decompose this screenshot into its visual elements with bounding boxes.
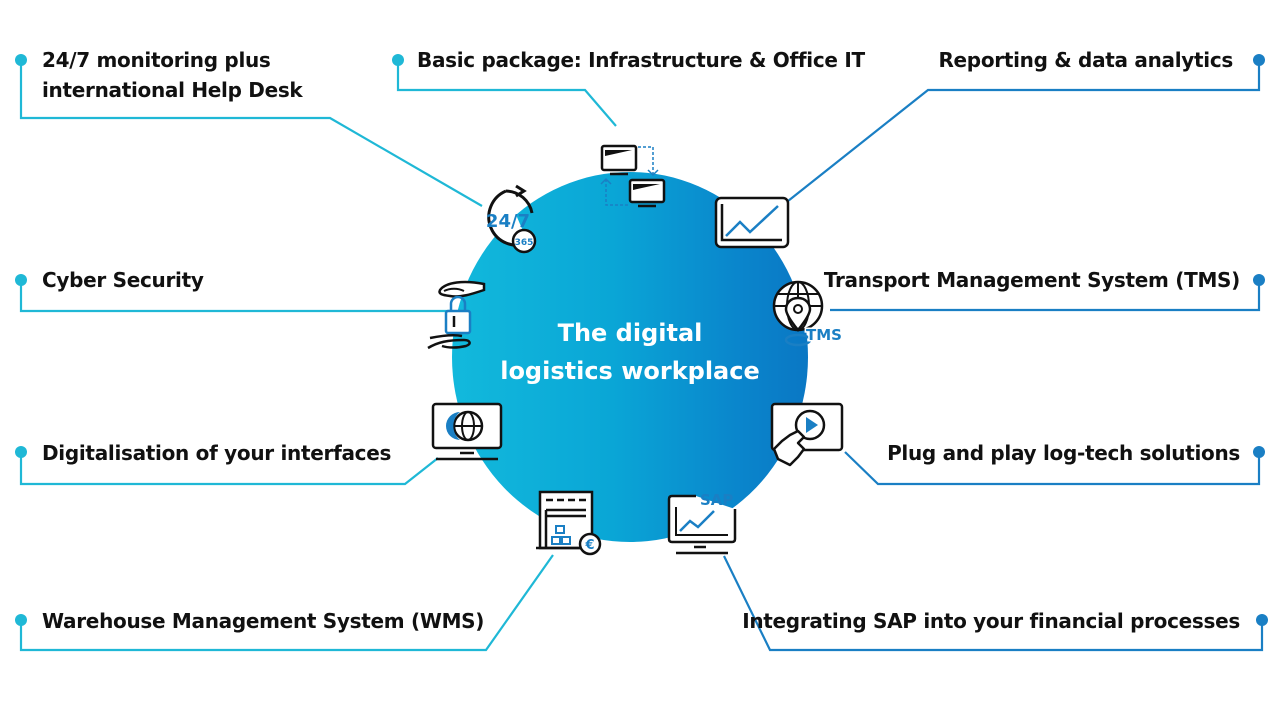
bullet-dot bbox=[1256, 614, 1268, 626]
clock-24-7-365-icon: 24/7 365 bbox=[486, 184, 537, 254]
hands-padlock-icon bbox=[427, 280, 486, 350]
warehouse-euro-icon: € bbox=[536, 490, 602, 556]
label-cyber-security: Cyber Security bbox=[42, 268, 204, 292]
clock-sub-text: 365 bbox=[515, 238, 534, 248]
label-wms: Warehouse Management System (WMS) bbox=[42, 609, 485, 633]
euro-text: € bbox=[584, 538, 594, 553]
hub-title: The digital logistics workplace bbox=[452, 314, 808, 390]
touch-play-screen-icon bbox=[770, 402, 844, 467]
bullet-dot bbox=[392, 54, 404, 66]
sap-badge-text: SAP bbox=[700, 491, 733, 509]
connector-wms bbox=[19, 554, 554, 652]
hub-title-line2: logistics workplace bbox=[500, 357, 760, 385]
globe-location-pin-icon: TMS bbox=[772, 280, 843, 347]
connector-monitoring bbox=[19, 60, 483, 207]
connector-sap bbox=[723, 555, 1264, 652]
bullet-dot bbox=[15, 614, 27, 626]
label-digitalisation: Digitalisation of your interfaces bbox=[42, 441, 392, 465]
label-plug-play: Plug and play log-tech solutions bbox=[887, 441, 1240, 465]
connector-plug-play bbox=[844, 451, 1261, 486]
bullet-dot bbox=[1253, 54, 1265, 66]
sap-chart-monitor-icon: SAP bbox=[667, 491, 737, 555]
connector-reporting bbox=[782, 60, 1261, 206]
connector-digitalisation bbox=[19, 452, 439, 486]
two-monitors-sync-icon bbox=[600, 144, 666, 208]
bullet-dot bbox=[15, 446, 27, 458]
label-monitoring: 24/7 monitoring plus international Help … bbox=[42, 45, 303, 105]
bullet-dot bbox=[15, 54, 27, 66]
label-basic-package: Basic package: Infrastructure & Office I… bbox=[417, 48, 865, 72]
connector-cyber-security bbox=[19, 280, 450, 313]
connector-basic-package bbox=[396, 60, 617, 127]
line-chart-monitor-icon bbox=[714, 196, 790, 249]
bullet-dot bbox=[1253, 274, 1265, 286]
label-monitoring-line2: international Help Desk bbox=[42, 78, 303, 102]
hub-title-line1: The digital bbox=[557, 319, 703, 347]
bullet-dot bbox=[1253, 446, 1265, 458]
label-reporting: Reporting & data analytics bbox=[938, 48, 1233, 72]
label-monitoring-line1: 24/7 monitoring plus bbox=[42, 48, 271, 72]
label-tms: Transport Management System (TMS) bbox=[823, 268, 1240, 292]
tms-badge-text: TMS bbox=[806, 326, 842, 344]
clock-main-text: 24/7 bbox=[486, 211, 530, 232]
monitor-globe-icon bbox=[431, 402, 503, 461]
label-sap: Integrating SAP into your financial proc… bbox=[742, 609, 1240, 633]
bullet-dot bbox=[15, 274, 27, 286]
connector-tms bbox=[830, 280, 1261, 312]
